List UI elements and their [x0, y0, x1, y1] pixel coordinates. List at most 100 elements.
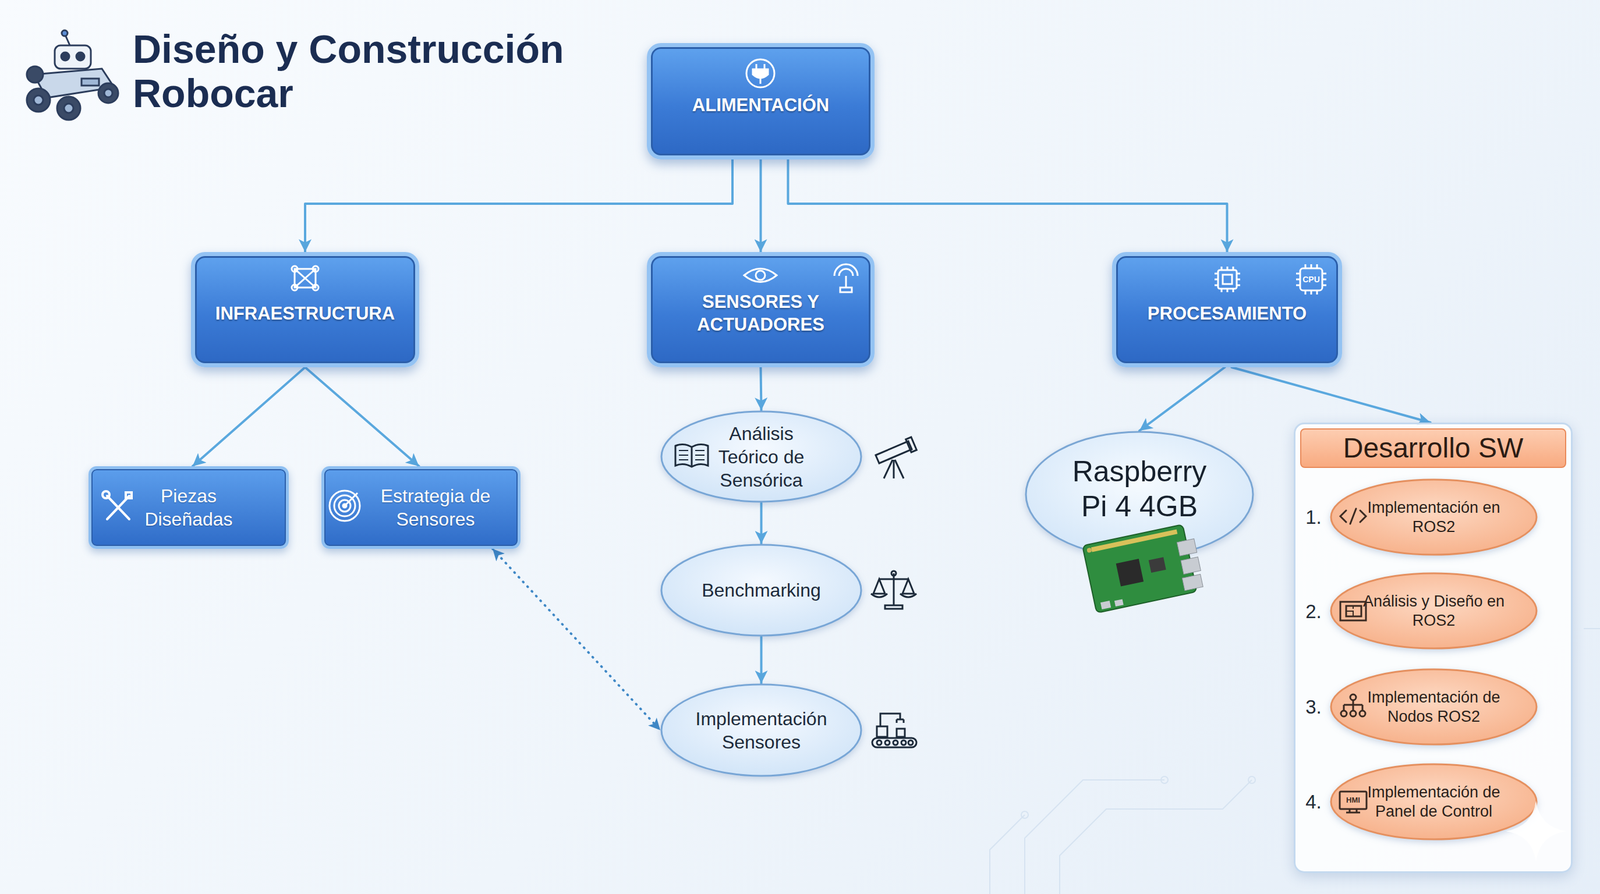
balance-icon-part: [871, 593, 888, 598]
ellipse-shape: [1025, 432, 1253, 558]
telescope-icon-part: [883, 459, 893, 479]
flow-arrow: [305, 159, 733, 253]
robot-car-icon-part: [57, 96, 81, 120]
ellipse-shape: [1331, 573, 1537, 649]
node-label: ALIMENTACIÓN: [692, 94, 830, 118]
flow-arrow: [760, 636, 763, 684]
flow-arrow: [1139, 367, 1226, 431]
circuit-background-part: [1248, 776, 1256, 784]
balance-icon: [871, 571, 917, 610]
circuit-background-part: [1583, 628, 1600, 630]
conveyor-icon: [872, 713, 917, 748]
node-label: Raspberry Pi 4 4GB: [1057, 454, 1221, 536]
robot-car-icon-part: [33, 68, 115, 98]
step-ellipse: Análisis y Diseño en ROS2: [1329, 572, 1538, 650]
ellipse-shape: [1331, 669, 1537, 745]
task-box: Piezas Diseñadas: [88, 466, 289, 550]
robot-car-icon-part: [64, 103, 74, 113]
task-box: Estrategia de Sensores: [321, 466, 521, 550]
conveyor-icon-part: [880, 713, 901, 727]
robot-car-icon-part: [61, 52, 70, 61]
flow-arrow: [759, 159, 763, 253]
callout-number: 4.: [1290, 790, 1337, 814]
telescope-icon-part: [875, 441, 912, 464]
flow-arrow: [192, 367, 306, 467]
node-label: SENSORES Y ACTUADORES: [650, 291, 871, 337]
hardware-ellipse: Raspberry Pi 4 4GB: [1024, 430, 1255, 559]
robot-car-icon: [26, 30, 119, 120]
dotted-link: [492, 549, 661, 731]
conveyor-icon-part: [901, 740, 906, 746]
balance-icon-part: [885, 605, 903, 610]
conveyor-icon-part: [876, 726, 888, 738]
telescope-icon-part: [893, 459, 895, 479]
callout-number: 2.: [1290, 600, 1337, 624]
telescope-icon-part: [905, 437, 918, 453]
circuit-background-part: [1021, 811, 1029, 819]
step-ellipse: Implementación de Panel de Control: [1329, 763, 1538, 841]
step-ellipse: Implementación de Nodos ROS2: [1329, 668, 1538, 746]
category-box: INFRAESTRUCTURA: [190, 252, 420, 368]
balance-icon-part: [893, 573, 895, 606]
robot-car-icon-part: [81, 78, 99, 86]
panel-header: Desarrollo SW: [1300, 428, 1567, 469]
callout-number: 1.: [1290, 505, 1337, 530]
flow-arrow: [1231, 367, 1430, 423]
node-label: Benchmarking: [701, 578, 821, 603]
raspberry-pi-board-part: [1148, 557, 1167, 573]
telescope-icon-part: [894, 459, 904, 479]
flow-arrow: [760, 503, 763, 544]
conveyor-icon-part: [896, 728, 905, 738]
balance-icon-part: [879, 578, 909, 581]
icon-text: CPU: [1287, 274, 1335, 285]
ellipse-shape: [1331, 764, 1537, 840]
robot-car-icon-part: [33, 95, 44, 105]
ellipse-shape: [661, 684, 862, 777]
ellipse-outline: [1329, 763, 1538, 841]
icon-text: HMI: [1329, 795, 1377, 806]
robot-car-icon-part: [26, 66, 44, 83]
ellipse-outline: [1329, 572, 1538, 650]
robot-car-icon-part: [61, 30, 68, 37]
conveyor-icon-part: [885, 740, 890, 746]
robot-car-icon-part: [65, 34, 70, 46]
callout-number: 3.: [1290, 695, 1337, 720]
node-label: Implementación de Nodos ROS2: [1367, 688, 1502, 727]
node-label: Análisis y Diseño en ROS2: [1355, 592, 1513, 630]
robot-car-icon-part: [98, 83, 119, 104]
telescope-icon: [875, 437, 917, 479]
flow-arrow: [305, 367, 420, 467]
raspberry-pi-board-part: [1181, 574, 1203, 591]
raspberry-pi-board-part: [1114, 599, 1124, 607]
circuit-background-part: [1160, 776, 1168, 784]
category-box: ALIMENTACIÓN: [646, 43, 875, 160]
balance-icon-part: [891, 571, 897, 576]
raspberry-pi-board-part: [1116, 558, 1144, 587]
ellipse-shape: [661, 411, 862, 502]
ellipse-shape: [1331, 479, 1537, 555]
robot-car-icon-part: [104, 89, 113, 98]
robot-car-icon-part: [26, 88, 51, 112]
ellipse-shape: [661, 544, 862, 636]
node-label: Implementación en ROS2: [1367, 498, 1502, 537]
ellipse-outline: [1329, 478, 1538, 557]
process-ellipse: Implementación Sensores: [660, 683, 863, 778]
conveyor-icon-part: [896, 719, 904, 724]
node-label: Estrategia de Sensores: [359, 484, 512, 532]
robot-car-icon-part: [76, 52, 85, 61]
balance-icon-part: [873, 579, 886, 594]
node-label: INFRAESTRUCTURA: [215, 302, 395, 326]
conveyor-icon-part: [893, 740, 898, 746]
category-box: PROCESAMIENTO: [1112, 252, 1343, 368]
circuit-background-part: [989, 815, 1025, 894]
conveyor-icon-part: [872, 738, 917, 748]
circuit-background-part: [1059, 780, 1252, 894]
robot-car-icon-part: [54, 45, 91, 69]
flow-arrow: [760, 367, 762, 411]
diagram-title: Diseño y Construcción Robocar: [132, 26, 622, 116]
raspberry-pi-board-part: [1180, 557, 1201, 575]
raspberry-pi-board-part: [1100, 600, 1111, 610]
process-ellipse: Análisis Teórico de Sensórica: [660, 410, 863, 504]
conveyor-icon-part: [876, 740, 882, 746]
step-ellipse: Implementación en ROS2: [1329, 478, 1538, 557]
